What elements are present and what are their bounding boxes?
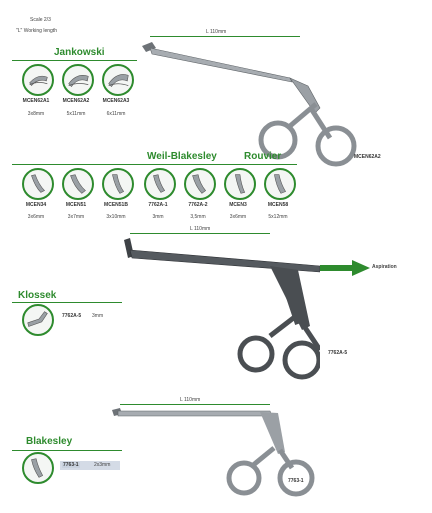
blakesley-code[interactable]: 7763-1 [62, 462, 80, 468]
weil-blakesley-thumb-1[interactable] [144, 168, 176, 200]
forceps-tip-icon [68, 75, 89, 87]
jankowski-thumb-1[interactable] [22, 64, 54, 96]
mcen51b-code: MCEN51B [104, 202, 128, 208]
rouvier-size-1: 3x6mm [229, 214, 247, 220]
blakesley-forceps-image [112, 408, 315, 497]
weil-blakesley-code-2: 7762A-2 [188, 202, 208, 208]
forceps-tip-icon [27, 311, 48, 327]
blakesley-title: Blakesley [26, 436, 73, 447]
middle-rule [12, 164, 297, 165]
blakesley-length-line [120, 404, 270, 405]
jankowski-rule [12, 60, 137, 61]
jankowski-thumb-2[interactable] [62, 64, 94, 96]
jankowski-size-3: 6x11mm [106, 111, 126, 117]
klossek-size: 3mm [92, 313, 104, 319]
klossek-rule [12, 302, 122, 303]
forceps-tip-icon [112, 174, 125, 194]
jankowski-size-2: 5x11mm [66, 111, 86, 117]
forceps-tip-icon [274, 174, 287, 194]
mcen34-size: 3x6mm [27, 214, 45, 220]
rouvier-code-2: MCEN58 [267, 202, 289, 208]
forceps-tip-icon [70, 174, 86, 194]
jankowski-length-label: L 110mm [206, 29, 227, 35]
klossek-code: 7762A-5 [62, 313, 82, 319]
aspiration-arrow-icon [320, 260, 370, 276]
mcen51b-size: 3x10mm [106, 214, 126, 220]
blakesley-row-highlight [60, 461, 120, 470]
jankowski-forceps-image [142, 42, 357, 167]
forceps-tip-icon [153, 174, 166, 193]
blakesley-rule [12, 450, 122, 451]
jankowski-thumb-3[interactable] [102, 64, 134, 96]
jankowski-size-1: 3x8mm [27, 111, 45, 117]
klossek-instrument-label: 7762A-5 [328, 350, 348, 356]
jankowski-instrument-label: MCEN62A2 [354, 154, 381, 160]
forceps-tip-icon [29, 75, 48, 87]
klossek-forceps-image [124, 238, 320, 380]
mcen34-code: MCEN34 [25, 202, 47, 208]
weil-blakesley-size-2: 3,5mm [190, 214, 206, 220]
jankowski-length-line [150, 36, 300, 37]
jankowski-code-2: MCEN62A2 [62, 98, 90, 104]
rouvier-size-2: 5x12mm [268, 214, 288, 220]
mcen34-thumb[interactable] [22, 168, 54, 200]
forceps-tip-icon [108, 74, 129, 87]
jankowski-title: Jankowski [54, 47, 105, 58]
mcen51b-thumb[interactable] [102, 168, 134, 200]
blakesley-instrument-label: 7763-1 [288, 478, 304, 484]
blakesley-length-label: L 110mm [180, 397, 201, 403]
mcen51-code: MCEN51 [65, 202, 87, 208]
forceps-tip-icon [31, 458, 44, 478]
forceps-tip-icon [234, 174, 246, 194]
rouvier-code-1: MCEN3 [229, 202, 247, 208]
scale-label: Scale 2/3 [30, 17, 51, 23]
klossek-thumb[interactable] [22, 304, 54, 336]
klossek-length-line [130, 233, 270, 234]
weil-blakesley-title: Weil-Blakesley [147, 151, 217, 162]
working-length-label: "L" Working length [16, 28, 57, 34]
rouvier-title: Rouvier [244, 151, 282, 162]
weil-blakesley-size-1: 3mm [152, 214, 164, 220]
jankowski-code-3: MCEN62A3 [102, 98, 130, 104]
klossek-title: Klossek [18, 290, 57, 301]
rouvier-thumb-1[interactable] [224, 168, 256, 200]
weil-blakesley-code-1: 7762A-1 [148, 202, 168, 208]
blakesley-code-text: 7763-1 [62, 462, 80, 468]
mcen51-size: 3x7mm [67, 214, 85, 220]
blakesley-thumb[interactable] [22, 452, 54, 484]
klossek-length-label: L 110mm [190, 226, 211, 232]
forceps-tip-icon [31, 174, 46, 193]
jankowski-code-1: MCEN62A1 [22, 98, 50, 104]
aspiration-label: Aspiration [372, 264, 397, 270]
forceps-tip-icon [192, 174, 207, 194]
weil-blakesley-thumb-2[interactable] [184, 168, 216, 200]
mcen51-thumb[interactable] [62, 168, 94, 200]
blakesley-size: 2x3mm [94, 462, 111, 468]
rouvier-thumb-2[interactable] [264, 168, 296, 200]
